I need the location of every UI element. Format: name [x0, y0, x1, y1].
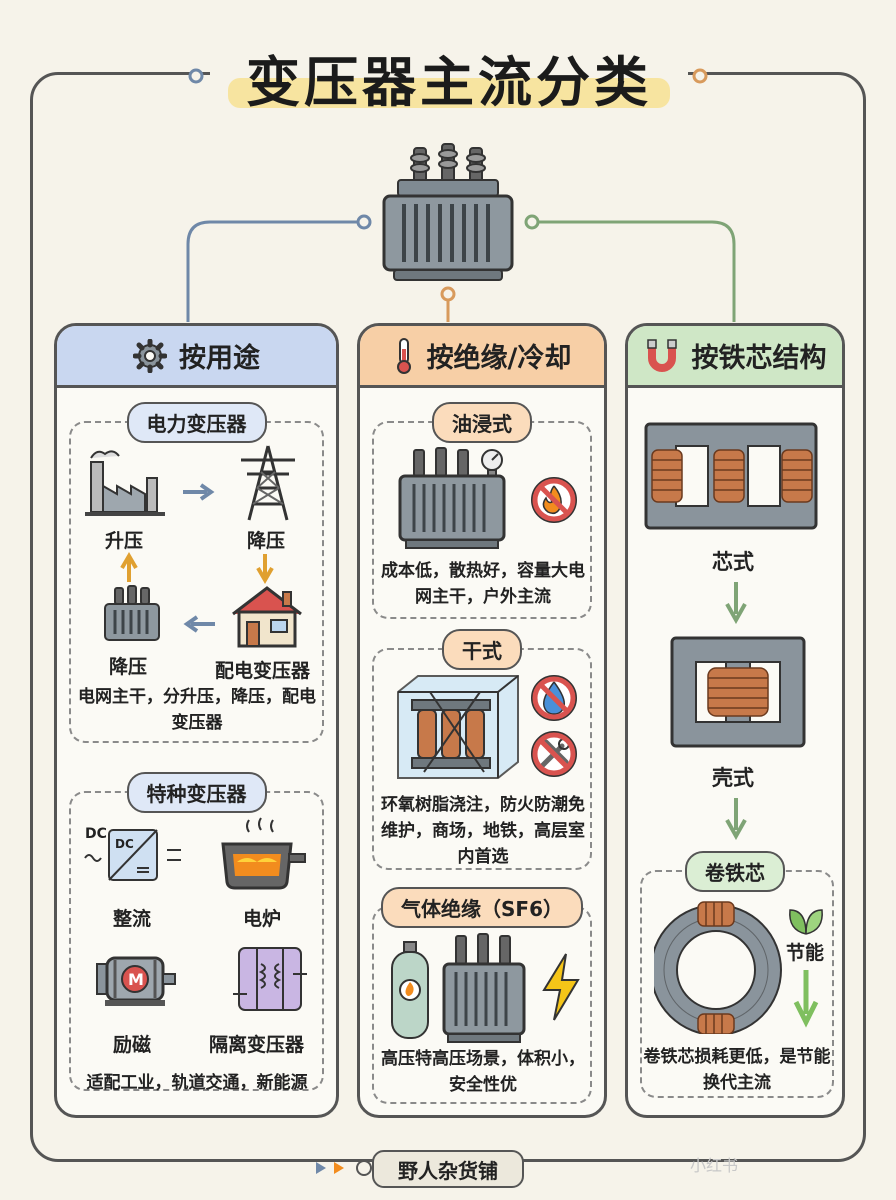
no-maintenance-icon	[531, 731, 577, 777]
motor-icon: M	[96, 956, 176, 1006]
core-arrow-down-icon-1	[725, 582, 747, 624]
watermark: 小红书	[690, 1156, 739, 1175]
power-transformer-title: 电力变压器	[126, 402, 267, 443]
svg-text:M: M	[128, 970, 144, 989]
step-reduce-label-1: 降压	[247, 530, 286, 552]
title-highlight	[228, 78, 670, 108]
power-plant-icon	[85, 450, 165, 516]
gas-insulated-title: 气体绝缘（SF6）	[381, 887, 583, 928]
gas-transformer-icon	[442, 933, 526, 1043]
dry-type-title: 干式	[442, 629, 522, 670]
wound-core-icon	[654, 901, 782, 1034]
column-purpose-header: 按用途	[57, 326, 336, 388]
column-purpose: 按用途 电力变压器 升压 降压 配电变压器	[54, 323, 339, 1118]
oil-transformer-icon	[398, 447, 506, 549]
furnace-icon	[221, 817, 306, 890]
oil-immersed-title: 油浸式	[432, 402, 532, 443]
power-transformer-desc: 电网主干，分升压，降压，配电变压器	[78, 687, 316, 733]
core-arrow-down-icon-2	[725, 798, 747, 840]
dry-type-desc: 环氧树脂浇注，防火防潮免维护，商场，地铁，高层室内首选	[381, 795, 585, 867]
arrow-right-icon	[183, 483, 215, 501]
arrow-up-icon	[120, 552, 138, 582]
step-boost-label: 升压	[105, 530, 144, 552]
saving-arrow-down-icon	[793, 970, 819, 1028]
arrow-left-icon	[183, 615, 215, 633]
wound-core-desc: 卷铁芯损耗更低，是节能换代主流	[643, 1047, 831, 1093]
rectifier-icon: DC DC	[84, 826, 181, 881]
rectifier-dc-label: DC	[85, 826, 107, 842]
page-title: 变压器主流分类	[246, 50, 652, 114]
footer-badge: 野人杂货铺	[372, 1150, 524, 1188]
special-furnace-label: 电炉	[243, 908, 282, 930]
leaf-icon	[789, 909, 823, 935]
isolation-transformer-icon	[233, 947, 307, 1011]
footer-arrows-icon	[316, 1160, 372, 1176]
title-banner: 变压器主流分类	[210, 34, 688, 120]
column-insulation-title: 按绝缘/冷却	[426, 343, 572, 374]
shell-type-label: 壳式	[712, 766, 754, 790]
core-type-icon	[644, 422, 818, 530]
lightning-icon	[542, 953, 580, 1021]
core-type-label: 芯式	[712, 550, 754, 574]
magnet-icon	[646, 338, 677, 372]
no-fire-icon	[531, 477, 577, 523]
shell-type-icon	[670, 636, 806, 748]
small-transformer-icon	[104, 585, 160, 641]
special-transformer-title: 特种变压器	[126, 772, 267, 813]
column-insulation: 按绝缘/冷却 油浸式 成本低，散热好，容量大电网主干，户外主流 干式	[357, 323, 607, 1118]
svg-text:DC: DC	[115, 837, 134, 851]
gas-insulated-desc: 高压特高压场景，体积小，安全性优	[381, 1049, 585, 1095]
special-isolation-label: 隔离变压器	[209, 1034, 305, 1056]
oil-immersed-desc: 成本低，散热好，容量大电网主干，户外主流	[381, 561, 585, 607]
gear-icon	[133, 338, 167, 373]
thermometer-icon	[396, 337, 411, 374]
column-core: 按铁芯结构 芯式 壳式 卷铁芯	[625, 323, 845, 1118]
column-insulation-header: 按绝缘/冷却	[360, 326, 604, 388]
special-transformer-desc: 适配工业，轨道交通，新能源	[86, 1073, 308, 1093]
transmission-tower-icon	[241, 445, 295, 521]
energy-saving-label: 节能	[786, 942, 825, 964]
column-purpose-title: 按用途	[179, 343, 260, 374]
connector-lines	[186, 68, 736, 322]
step-reduce-label-2: 降压	[109, 656, 148, 678]
column-core-title: 按铁芯结构	[691, 343, 827, 374]
transformer-icon	[382, 143, 514, 281]
arrow-down-icon	[256, 554, 274, 584]
step-distribution-label: 配电变压器	[215, 660, 311, 682]
no-water-icon	[531, 675, 577, 721]
wound-core-title: 卷铁芯	[685, 851, 785, 892]
special-rectifier-label: 整流	[113, 908, 152, 930]
column-core-header: 按铁芯结构	[628, 326, 842, 388]
dry-transformer-icon	[397, 675, 519, 779]
house-icon	[232, 586, 302, 648]
gas-cylinder-icon	[391, 941, 429, 1039]
special-excitation-label: 励磁	[113, 1034, 152, 1056]
